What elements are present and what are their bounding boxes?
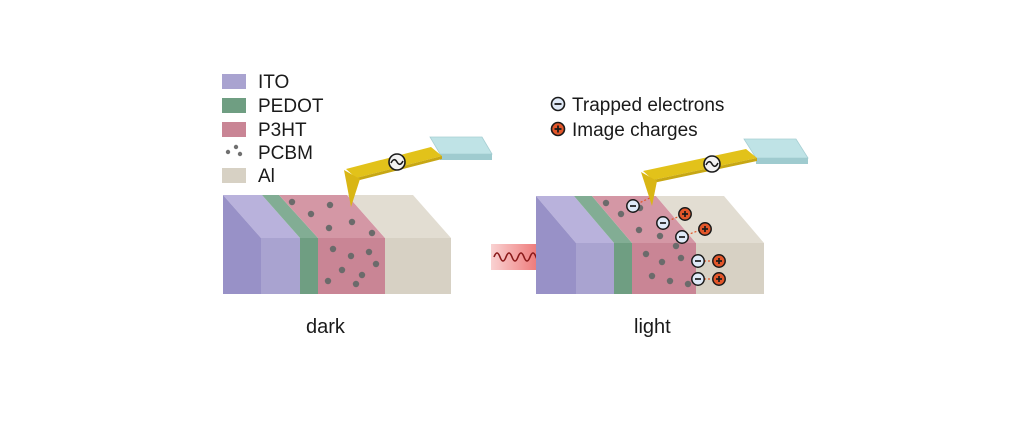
- legend-item-trapped-electrons: Trapped electrons: [550, 95, 724, 116]
- ito-front-dark: [261, 238, 300, 294]
- legend-label-pedot: PEDOT: [258, 96, 324, 117]
- image-charge-icon: [678, 207, 692, 221]
- charge-pair: [656, 207, 692, 230]
- ito-top-dark: [223, 195, 300, 238]
- probe-tip-light: [641, 172, 657, 206]
- ito-side-dark: [223, 195, 261, 294]
- image-charge-icon: [712, 254, 726, 268]
- sine-wave-icon: [388, 153, 406, 171]
- legend-swatch-p3ht: [222, 122, 246, 137]
- sine-wave-icon: [703, 155, 721, 173]
- legend-label-image-charges: Image charges: [572, 120, 698, 141]
- probe-chip-light: [743, 138, 809, 159]
- ito-top-light: [536, 196, 614, 243]
- legend-label-p3ht: P3HT: [258, 120, 307, 141]
- legend-label-trapped-electrons: Trapped electrons: [572, 95, 724, 116]
- afm-probe-light: [641, 138, 809, 206]
- panel-dark: dark: [223, 136, 493, 338]
- plus-circle-icon: [550, 121, 566, 137]
- pedot-top-light: [574, 196, 632, 243]
- trapped-electron-icon: [675, 230, 689, 244]
- legend-label-ito: ITO: [258, 72, 289, 93]
- probe-tip-dark: [344, 170, 360, 207]
- al-front-light: [696, 243, 764, 294]
- cantilever-light: [643, 149, 757, 180]
- charge-legend: Trapped electrons Image charges: [550, 95, 724, 141]
- afm-probe-dark: [344, 136, 493, 207]
- legend-label-al: Al: [258, 166, 275, 187]
- legend-item-ito: ITO: [222, 72, 289, 93]
- charge-pair: [691, 254, 726, 268]
- legend-item-al: Al: [222, 166, 275, 187]
- pedot-front-dark: [300, 238, 318, 294]
- legend-item-pcbm: PCBM: [225, 143, 313, 164]
- charge-pair: [626, 195, 655, 213]
- minus-circle-icon: [550, 96, 566, 112]
- pedot-front-light: [614, 243, 632, 294]
- panel-light: light: [491, 138, 809, 338]
- p3ht-top-light: [592, 196, 696, 243]
- pedot-top-dark: [262, 195, 318, 238]
- al-top-dark: [347, 195, 451, 238]
- device-stack-light: [536, 196, 764, 294]
- legend-item-p3ht: P3HT: [222, 120, 307, 141]
- trapped-electron-icon: [691, 254, 705, 268]
- probe-chip-front-dark: [440, 154, 492, 160]
- trapped-electron-icon: [626, 199, 640, 213]
- legend-swatch-pedot: [222, 98, 246, 113]
- legend-label-pcbm: PCBM: [258, 143, 313, 164]
- device-stack-dark: [223, 195, 451, 294]
- image-charge-icon: [712, 272, 726, 286]
- p3ht-top-dark: [279, 195, 385, 238]
- trapped-electron-icon: [691, 272, 705, 286]
- charge-pairs: [626, 195, 726, 286]
- probe-chip-front-light: [756, 158, 808, 164]
- ito-side-light: [536, 196, 576, 294]
- legend-item-image-charges: Image charges: [550, 120, 698, 141]
- charge-pair: [675, 222, 712, 244]
- legend-swatch-ito: [222, 74, 246, 89]
- legend-swatch-al: [222, 168, 246, 183]
- ito-front-light: [576, 243, 614, 294]
- probe-chip-dark: [429, 136, 493, 155]
- layer-legend: ITO PEDOT P3HT PCBM Al: [222, 72, 324, 187]
- legend-item-pedot: PEDOT: [222, 96, 324, 117]
- cantilever-edge-light: [653, 158, 757, 183]
- caption-light: light: [634, 316, 671, 338]
- pcbm-particles-dark: [288, 198, 380, 288]
- trapped-electron-icon: [656, 216, 670, 230]
- al-front-dark: [385, 238, 451, 294]
- image-charge-icon: [698, 222, 712, 236]
- pcbm-dots-icon: [225, 144, 243, 157]
- caption-dark: dark: [306, 316, 346, 338]
- charge-pair: [691, 272, 726, 286]
